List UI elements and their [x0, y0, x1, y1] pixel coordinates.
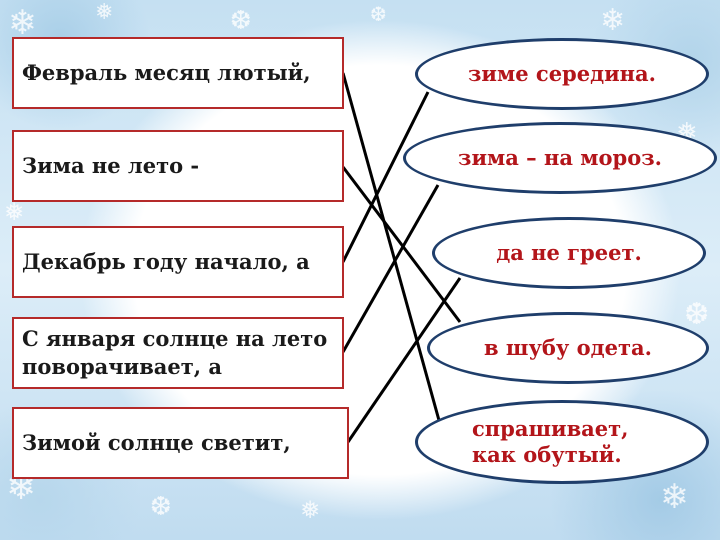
- left-phrase-box[interactable]: С января солнце на лето поворачивает, а: [12, 317, 344, 389]
- right-phrase-text: зиме середина.: [468, 61, 656, 86]
- connector-line: [341, 91, 430, 263]
- connector-line: [346, 277, 462, 443]
- connector-line: [341, 184, 440, 353]
- connector-line: [341, 72, 442, 425]
- right-phrase-text: зима – на мороз.: [458, 145, 662, 170]
- connector-line: [341, 166, 462, 323]
- snowflake-icon: ❄: [660, 477, 689, 517]
- left-phrase-box[interactable]: Зима не лето -: [12, 130, 344, 202]
- snowflake-icon: ❆: [150, 492, 172, 522]
- right-phrase-oval[interactable]: зиме середина.: [415, 38, 709, 110]
- snowflake-icon: ❆: [230, 6, 252, 36]
- snowflake-icon: ❆: [370, 2, 387, 26]
- right-phrase-oval[interactable]: да не греет.: [432, 217, 706, 289]
- left-phrase-text: Декабрь году начало, а: [22, 249, 310, 274]
- snowflake-icon: ❅: [95, 0, 114, 25]
- snowflake-icon: ❄: [600, 3, 626, 38]
- right-phrase-oval[interactable]: спрашивает, как обутый.: [415, 400, 709, 484]
- right-phrase-text: спрашивает, как обутый.: [472, 416, 629, 467]
- left-phrase-box[interactable]: Февраль месяц лютый,: [12, 37, 344, 109]
- right-phrase-text: в шубу одета.: [484, 335, 652, 360]
- snowflake-icon: ❅: [300, 496, 321, 524]
- right-phrase-text: да не греет.: [496, 240, 642, 265]
- left-phrase-text: Февраль месяц лютый,: [22, 60, 311, 85]
- snowflake-icon: ❄: [8, 3, 37, 43]
- left-phrase-box[interactable]: Декабрь году начало, а: [12, 226, 344, 298]
- snowflake-icon: ❅: [4, 198, 25, 226]
- left-phrase-text: С января солнце на лето поворачивает, а: [22, 326, 328, 379]
- left-phrase-box[interactable]: Зимой солнце светит,: [12, 407, 349, 479]
- snowflake-icon: ❆: [684, 297, 710, 332]
- right-phrase-oval[interactable]: в шубу одета.: [427, 312, 709, 384]
- left-phrase-text: Зимой солнце светит,: [22, 430, 291, 455]
- right-phrase-oval[interactable]: зима – на мороз.: [403, 122, 717, 194]
- left-phrase-text: Зима не лето -: [22, 153, 200, 178]
